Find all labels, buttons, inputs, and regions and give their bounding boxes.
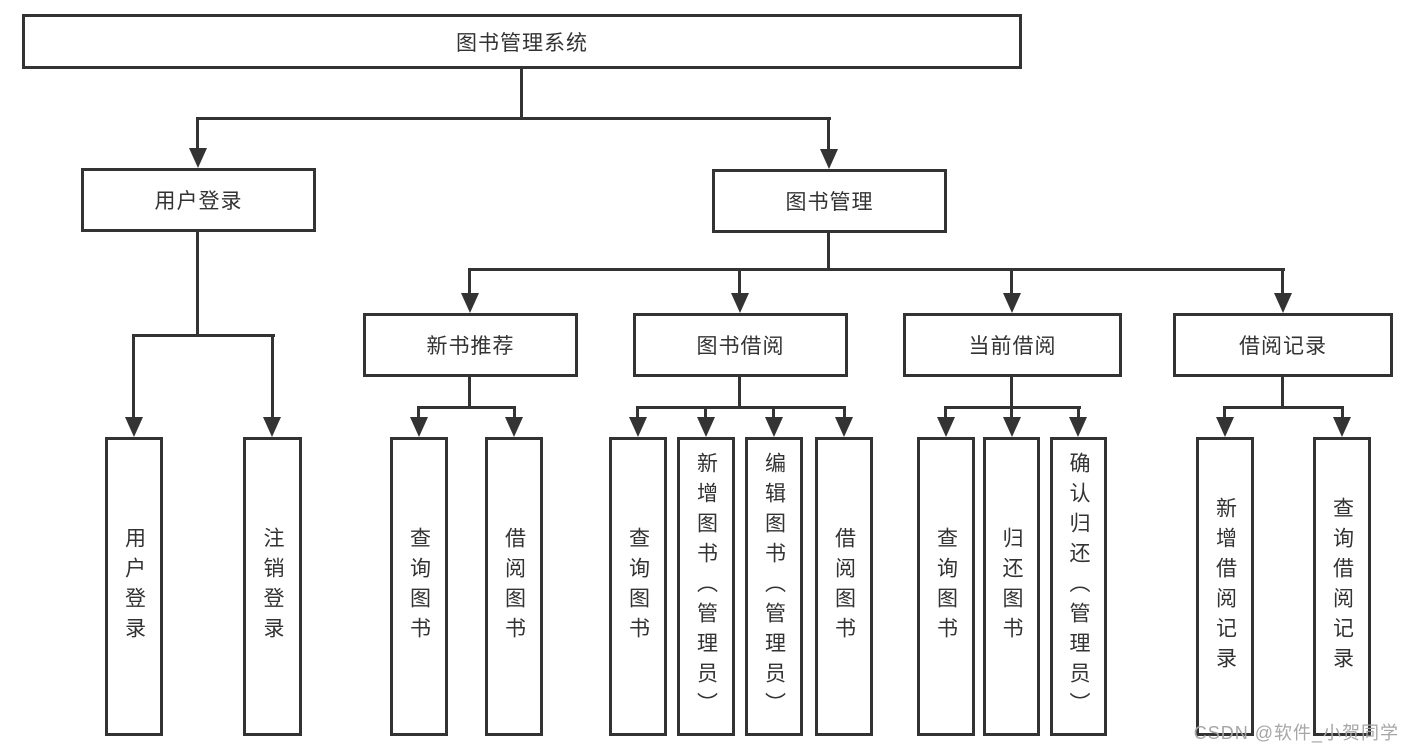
- arrow-head: [125, 417, 143, 437]
- connector: [1281, 377, 1284, 409]
- connector: [827, 117, 830, 151]
- arrow-head: [461, 293, 479, 313]
- connector: [772, 406, 775, 419]
- arrow-head: [697, 417, 715, 437]
- connector: [1077, 406, 1080, 419]
- connector: [1010, 268, 1013, 295]
- connector: [513, 406, 516, 419]
- connector: [417, 406, 420, 419]
- leaf-return-books-label: 归还图书: [1000, 526, 1023, 647]
- leaf-borrow-books: 借阅图书: [815, 437, 873, 736]
- arrow-head: [731, 293, 749, 313]
- leaf-query-borrow-record: 查询借阅记录: [1313, 437, 1371, 736]
- node-user-login: 用户登录: [81, 168, 316, 232]
- connector: [132, 334, 275, 337]
- arrow-head: [629, 417, 647, 437]
- leaf-confirm-return-admin: 确认归还（管理员）: [1050, 437, 1107, 736]
- arrow-head: [263, 417, 281, 437]
- leaf-borrow-books-recommend-label: 借阅图书: [502, 526, 526, 647]
- connector: [468, 377, 471, 409]
- leaf-edit-books-admin: 编辑图书（管理员）: [745, 437, 803, 736]
- connector: [738, 268, 741, 295]
- connector: [738, 377, 741, 409]
- connector: [1010, 377, 1013, 409]
- node-book-borrow-label: 图书借阅: [696, 335, 785, 358]
- leaf-query-books-recommend-label: 查询图书: [407, 526, 431, 647]
- leaf-add-books-admin-label: 新增图书（管理员）: [694, 451, 718, 722]
- leaf-query-books-borrow: 查询图书: [609, 437, 667, 736]
- leaf-query-borrow-record-label: 查询借阅记录: [1330, 496, 1354, 677]
- leaf-query-books-current-label: 查询图书: [934, 526, 958, 647]
- connector: [417, 406, 516, 409]
- watermark: CSDN @软件_小贺同学: [1193, 723, 1399, 743]
- connector: [1223, 406, 1226, 419]
- connector: [271, 334, 274, 418]
- leaf-borrow-books-recommend: 借阅图书: [485, 437, 543, 736]
- leaf-query-books-current: 查询图书: [917, 437, 975, 736]
- leaf-return-books: 归还图书: [983, 437, 1040, 736]
- connector: [197, 117, 831, 120]
- arrow-head: [1274, 293, 1292, 313]
- leaf-edit-books-admin-label: 编辑图书（管理员）: [762, 451, 786, 722]
- node-book-borrow: 图书借阅: [633, 313, 848, 377]
- node-user-login-label: 用户登录: [154, 190, 243, 213]
- arrow-head: [1003, 293, 1021, 313]
- leaf-confirm-return-admin-label: 确认归还（管理员）: [1067, 451, 1090, 722]
- leaf-logout-label: 注销登录: [261, 526, 284, 647]
- leaf-add-borrow-record: 新增借阅记录: [1196, 437, 1254, 736]
- arrow-head: [1069, 417, 1087, 437]
- node-book-management: 图书管理: [712, 169, 947, 233]
- node-root: 图书管理系统: [22, 14, 1022, 69]
- connector: [636, 406, 846, 409]
- node-new-book-recommend: 新书推荐: [363, 313, 578, 377]
- leaf-query-books-borrow-label: 查询图书: [626, 526, 650, 647]
- connector: [1341, 406, 1344, 419]
- leaf-add-borrow-record-label: 新增借阅记录: [1213, 496, 1237, 677]
- leaf-borrow-books-label: 借阅图书: [832, 526, 856, 647]
- leaf-add-books-admin: 新增图书（管理员）: [677, 437, 735, 736]
- node-book-management-label: 图书管理: [785, 191, 874, 214]
- connector: [520, 69, 523, 120]
- arrow-head: [937, 417, 955, 437]
- arrow-head: [410, 417, 428, 437]
- connector: [468, 268, 471, 295]
- connector: [1281, 268, 1284, 295]
- node-current-borrow: 当前借阅: [903, 313, 1122, 377]
- arrow-head: [189, 148, 207, 168]
- leaf-logout: 注销登录: [243, 437, 302, 736]
- node-current-borrow-label: 当前借阅: [968, 335, 1057, 358]
- arrow-head: [1003, 417, 1021, 437]
- arrow-head: [505, 417, 523, 437]
- leaf-query-books-recommend: 查询图书: [390, 437, 448, 736]
- node-borrow-records-label: 借阅记录: [1239, 335, 1327, 358]
- connector: [1223, 406, 1344, 409]
- connector: [704, 406, 707, 419]
- connector: [1010, 406, 1013, 419]
- connector: [827, 233, 830, 270]
- connector: [636, 406, 639, 419]
- connector: [468, 268, 1285, 271]
- connector: [843, 406, 846, 419]
- arrow-head: [835, 417, 853, 437]
- arrow-head: [820, 149, 838, 169]
- node-root-label: 图书管理系统: [456, 31, 588, 55]
- connector: [196, 232, 199, 337]
- connector: [196, 117, 199, 150]
- node-new-book-recommend-label: 新书推荐: [426, 335, 515, 358]
- connector: [132, 334, 135, 418]
- leaf-user-login: 用户登录: [105, 437, 163, 736]
- leaf-user-login-label: 用户登录: [122, 526, 146, 647]
- arrow-head: [1333, 417, 1351, 437]
- connector: [944, 406, 947, 419]
- arrow-head: [1216, 417, 1234, 437]
- arrow-head: [765, 417, 783, 437]
- node-borrow-records: 借阅记录: [1173, 313, 1393, 377]
